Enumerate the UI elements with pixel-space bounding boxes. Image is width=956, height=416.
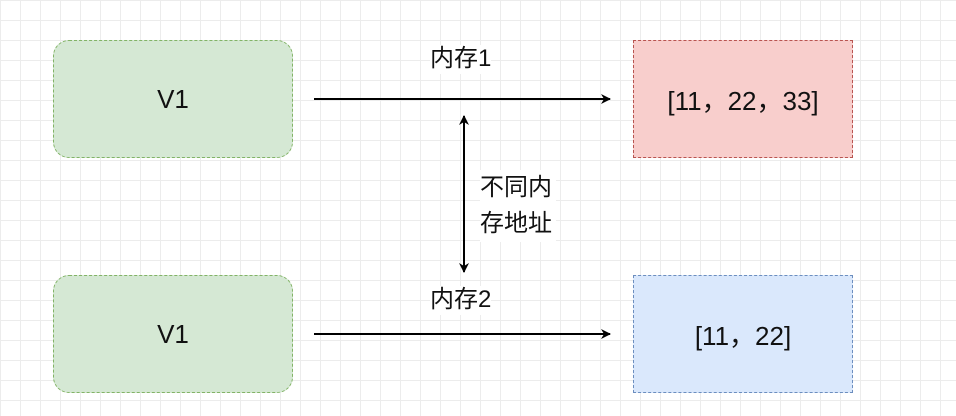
memory-box-1: [11，22，33] [633,40,853,158]
variable-box-v1-bottom: V1 [53,275,293,393]
edge-label-memory1: 内存1 [430,45,492,74]
variable-label: V1 [157,83,189,114]
different-address-label: 不同内存地址 [480,170,556,242]
memory-box-2: [11，22] [633,275,853,393]
variable-box-v1-top: V1 [53,40,293,158]
edge-label-memory2: 内存2 [430,286,492,315]
memory-value: [11，22] [694,320,792,351]
memory-value: [11，22，33] [667,85,819,116]
variable-label: V1 [157,318,189,349]
